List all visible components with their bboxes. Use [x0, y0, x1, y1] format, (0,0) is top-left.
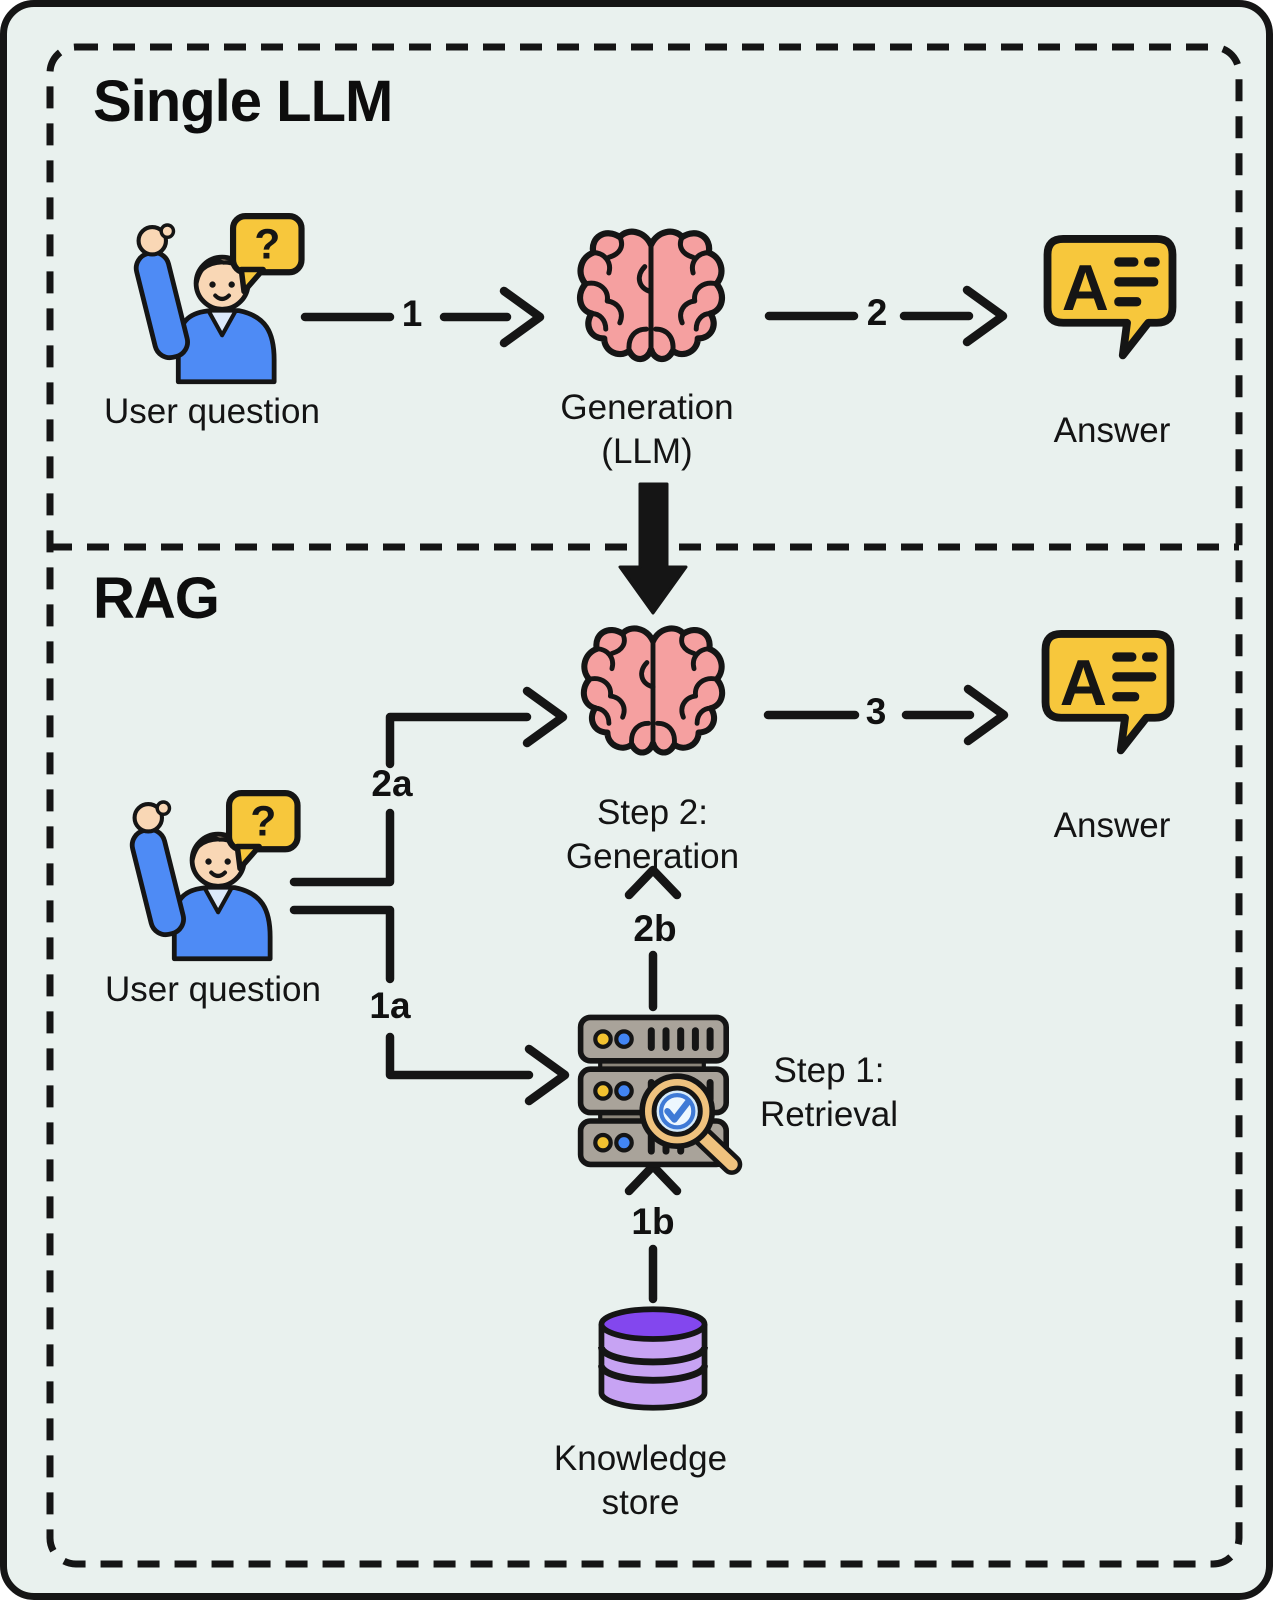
- knowledge-store-label: Knowledge store: [553, 1439, 728, 1522]
- answer-label: Answer: [1053, 411, 1171, 450]
- generation-llm-label: Generation (LLM): [560, 388, 734, 471]
- retrieval-server-icon: [577, 1014, 743, 1175]
- connectors-layer: [46, 43, 1243, 1568]
- arrow-label-1: 1: [401, 293, 423, 334]
- brain-icon: [576, 228, 726, 363]
- answer-letter-glyph: A: [1062, 251, 1109, 324]
- arrow-generation-to-answer-3: [763, 684, 1009, 746]
- arrow-label-2b: 2b: [633, 908, 677, 949]
- knowledge-store-icon: [598, 1306, 708, 1411]
- arrow-label-3: 3: [865, 691, 887, 732]
- arrow-label-2a: 2a: [371, 763, 413, 804]
- section-title-rag: RAG: [93, 566, 220, 631]
- arrow-label-1a: 1a: [369, 985, 411, 1026]
- user-question-label: User question: [104, 392, 320, 431]
- answer-icon: A: [1041, 630, 1175, 755]
- step1-retrieval-label: Step 1: Retrieval: [759, 1051, 899, 1134]
- answer-icon: A: [1043, 235, 1177, 360]
- user-question-icon: ?: [129, 790, 301, 962]
- user-question-label: User question: [105, 970, 321, 1009]
- question-mark-glyph: ?: [250, 798, 276, 845]
- arrow-question-to-generation-2a: [289, 686, 568, 887]
- section-title-single-llm: Single LLM: [93, 69, 393, 134]
- section-dashed-border: [46, 43, 1243, 1568]
- arrow-generation-to-answer: [764, 285, 1008, 347]
- arrow-label-2: 2: [866, 292, 888, 333]
- user-question-icon: ?: [133, 213, 305, 385]
- arrow-label-1b: 1b: [631, 1201, 675, 1242]
- down-arrow-icon: [618, 482, 688, 615]
- magnifier-check-icon: [639, 1073, 743, 1175]
- arrow-question-to-retrieval-1a: [289, 905, 570, 1106]
- arrow-user-to-generation: [300, 286, 545, 348]
- arrow-retrieval-to-generation-2b: [624, 865, 682, 1012]
- answer-label: Answer: [1053, 806, 1171, 845]
- question-mark-glyph: ?: [254, 221, 280, 268]
- brain-icon: [580, 625, 726, 756]
- step2-generation-label: Step 2: Generation: [565, 793, 740, 876]
- answer-letter-glyph: A: [1060, 646, 1107, 719]
